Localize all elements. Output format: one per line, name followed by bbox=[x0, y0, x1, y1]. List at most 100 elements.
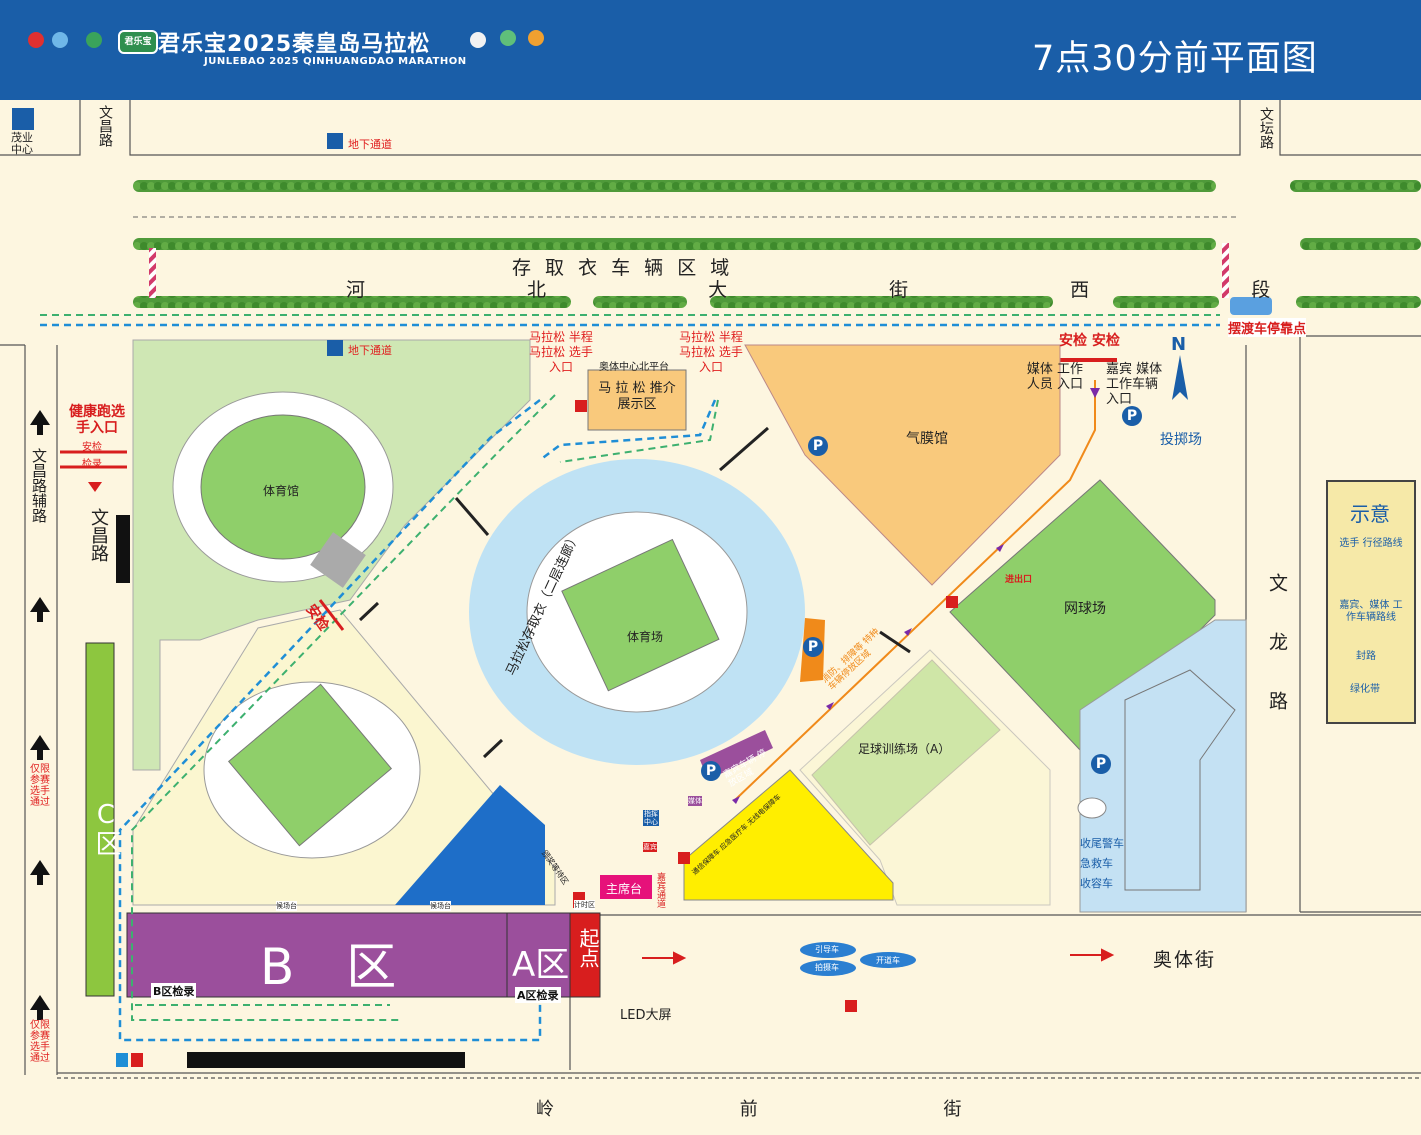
zone-a-checkin: A区检录 bbox=[515, 987, 561, 1003]
stadium-label: 体育场 bbox=[627, 630, 664, 644]
tennis-court bbox=[949, 479, 1216, 751]
gym-label: 体育馆 bbox=[263, 484, 300, 498]
road-wentan: 文坛路 bbox=[1258, 107, 1274, 149]
hedge-row-3b bbox=[593, 296, 687, 308]
hedge-row-3d bbox=[1113, 296, 1219, 308]
entrance-exit-label: 进出口 bbox=[1005, 575, 1033, 585]
zone-b-label: B 区 bbox=[260, 938, 415, 996]
sponsor-logo-icon bbox=[28, 32, 44, 48]
event-title: 君乐宝2025秦皇岛马拉松 bbox=[158, 32, 431, 57]
hedge-row-1b bbox=[1290, 180, 1421, 192]
sweeper-car-label: 收容车 bbox=[1080, 877, 1113, 890]
blue-stand bbox=[395, 785, 545, 905]
vip-room-label: 嘉宾 bbox=[643, 842, 657, 852]
city-logo-icon bbox=[86, 32, 102, 48]
parking-icon-4: P bbox=[701, 761, 721, 781]
gym-court bbox=[200, 414, 366, 560]
vehicle-route-arrows bbox=[732, 388, 1100, 804]
barrier-lines bbox=[358, 426, 911, 759]
zone-c-label: C区 bbox=[91, 800, 121, 856]
hedge-row-3c bbox=[710, 296, 1053, 308]
underpass-label-mid: 地下通道 bbox=[348, 344, 392, 357]
waiting-left-label: 候场台 bbox=[276, 901, 297, 911]
runner-logo-icon bbox=[52, 32, 68, 48]
health-run-down-icon bbox=[88, 482, 102, 492]
road-aoti: 奥体街 bbox=[1153, 949, 1217, 971]
north-label: N bbox=[1171, 334, 1187, 355]
zone-b-checkin: B区检录 bbox=[151, 983, 197, 999]
air-dome bbox=[744, 344, 1061, 586]
shuttle-bus-icon bbox=[1230, 297, 1272, 315]
hedge-row-2b bbox=[1300, 238, 1421, 250]
closed-road-right bbox=[1222, 243, 1229, 298]
photo-car-label: 拍摄车 bbox=[815, 963, 839, 972]
runner-route-blue bbox=[40, 323, 1220, 1042]
timing-zone-label: 计时区 bbox=[574, 900, 595, 910]
toilet-strip bbox=[116, 515, 465, 1068]
hedge-row-1 bbox=[133, 180, 1216, 192]
football-grounds bbox=[799, 649, 1051, 906]
mascot-logo-icon bbox=[470, 32, 486, 48]
parking-building bbox=[1124, 669, 1236, 891]
vip-channel-label: 嘉宾通道 bbox=[655, 872, 665, 908]
hedge-row-3e bbox=[1296, 296, 1421, 308]
lead-car-label: 引导车 bbox=[815, 945, 839, 954]
maoye-center-label: 茂业中心 bbox=[11, 131, 33, 156]
parking-circle bbox=[1077, 797, 1107, 819]
air-dome-label: 气膜馆 bbox=[906, 431, 948, 447]
security-top-label: 安检 安检 bbox=[1059, 333, 1120, 349]
command-center-label: 指挥中心 bbox=[643, 810, 659, 826]
gym-stairs bbox=[310, 532, 366, 588]
parking-icon-1: P bbox=[808, 436, 828, 456]
start-point-label: 起点 bbox=[576, 928, 600, 968]
medical-icon-expo bbox=[575, 400, 587, 412]
media-staff-entry: 媒体 工作人员 入口 bbox=[1026, 362, 1083, 392]
road-wenlong: 文龙路 bbox=[1266, 573, 1288, 750]
runner-only-label-1: 仅限参赛选手通过 bbox=[30, 764, 50, 808]
header-bar: 君乐宝 君乐宝2025秦皇岛马拉松 JUNLEBAO 2025 QINHUANG… bbox=[0, 0, 1421, 100]
road-wenchang-top: 文昌路 bbox=[97, 105, 113, 147]
parking-icon-2: P bbox=[1122, 406, 1142, 426]
tennis-label: 网球场 bbox=[1064, 601, 1106, 617]
runner-route-green bbox=[40, 314, 1220, 1021]
main-stand-label: 主席台 bbox=[606, 882, 643, 896]
throwing-label: 投掷场 bbox=[1160, 432, 1202, 448]
marathon-entry-left: 马拉松 半程马拉松 选手 入口 bbox=[529, 330, 593, 374]
legend-vehicle-route: 嘉宾、媒体 工作车辆路线 bbox=[1339, 600, 1403, 623]
pace-car-label: 开道车 bbox=[876, 956, 900, 965]
health-checkin: 检录 bbox=[82, 459, 102, 470]
hedge-row-3a bbox=[133, 296, 571, 308]
yellow-vehicle-zone bbox=[683, 769, 894, 901]
expo-platform-label: 奥体中心北平台 bbox=[599, 362, 669, 373]
road-wenchang-mid: 文昌路 bbox=[88, 508, 109, 562]
lead-cars bbox=[800, 942, 916, 976]
zone-c-box bbox=[85, 642, 115, 997]
closed-road-left bbox=[149, 248, 156, 298]
medical-icon bbox=[131, 1053, 143, 1067]
underpass-icon-mid bbox=[327, 340, 343, 356]
led-screen-label: LED大屏 bbox=[620, 1008, 672, 1023]
legend-panel: 示意 选手 行径路线 嘉宾、媒体 工作车辆路线 封路 绿化带 bbox=[1326, 480, 1416, 724]
legend-green-belt: 绿化带 bbox=[1350, 684, 1380, 695]
pitch-field bbox=[227, 683, 393, 847]
parking-icon-3: P bbox=[803, 637, 823, 657]
road-lines bbox=[0, 100, 1421, 1079]
zone-a-box bbox=[506, 912, 571, 998]
partner-logo-icon bbox=[500, 30, 516, 46]
underpass-label-top: 地下通道 bbox=[348, 138, 392, 151]
legend-closed: 封路 bbox=[1356, 651, 1376, 662]
cleanup-car-label: 收尾警车 bbox=[1080, 837, 1124, 850]
media-logo-icon bbox=[528, 30, 544, 46]
parking-icon-5: P bbox=[1091, 754, 1111, 774]
direction-arrows bbox=[642, 948, 1115, 965]
road-lingqian: 岭 前 街 bbox=[536, 1099, 1052, 1120]
expo-zone-label: 马 拉 松 推介展示区 bbox=[598, 381, 676, 412]
security-gate-line bbox=[318, 599, 345, 631]
medical-icon-yellow bbox=[678, 852, 690, 864]
event-subtitle: JUNLEBAO 2025 QINHUANGDAO MARATHON bbox=[204, 56, 467, 67]
trash-icon bbox=[116, 1053, 128, 1067]
expo-zone-box bbox=[587, 369, 687, 431]
hebei-street-label: 河 北 大 街 西 段 bbox=[346, 279, 1349, 301]
ambulance-label: 急救车 bbox=[1080, 857, 1113, 870]
